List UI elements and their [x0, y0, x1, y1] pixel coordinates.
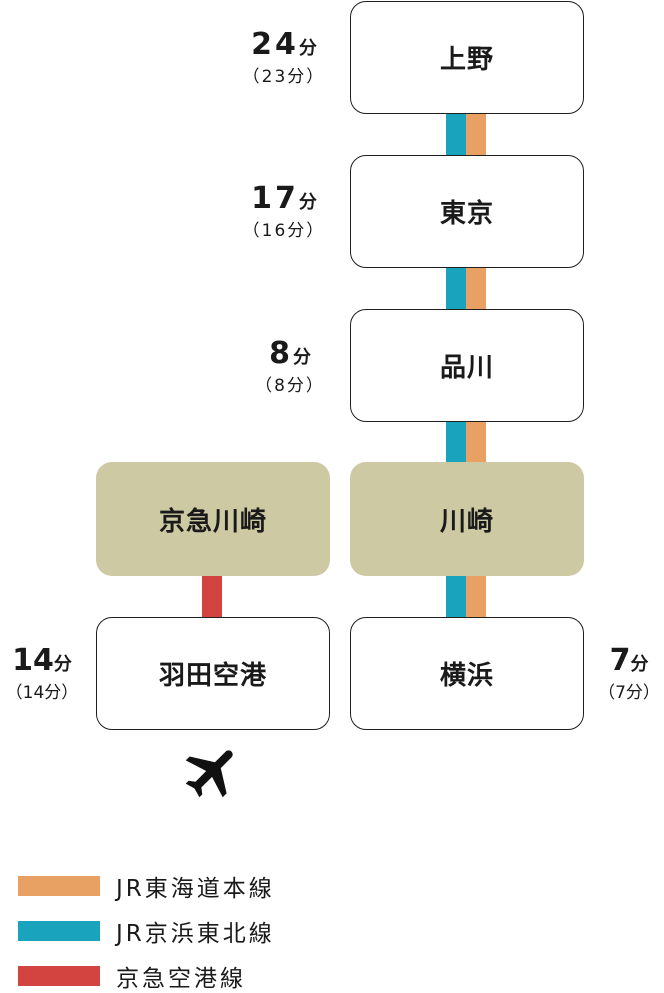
bar-keihin-shinagawa-kawasaki — [446, 421, 466, 463]
station-kawasaki: 川崎 — [350, 462, 584, 576]
time-yokohama-value: 7 — [609, 643, 631, 678]
legend-item-tokaido: JR東海道本線 — [18, 869, 275, 903]
time-yokohama-sub: （7分） — [598, 683, 660, 703]
bar-tokaido-ueno-tokyo — [466, 113, 486, 155]
bar-tokaido-tokyo-shinagawa — [466, 267, 486, 309]
time-ueno: 24分 （23分） — [228, 28, 340, 88]
station-haneda: 羽田空港 — [96, 617, 330, 730]
time-ueno-sub: （23分） — [242, 67, 326, 87]
legend-item-keikyu-airport: 京急空港線 — [18, 959, 246, 993]
station-tokyo: 東京 — [350, 155, 584, 268]
time-shinagawa-unit: 分 — [292, 347, 311, 368]
station-ueno: 上野 — [350, 1, 584, 114]
bar-tokaido-kawasaki-yokohama — [466, 576, 486, 618]
time-tokyo-sub: （16分） — [242, 221, 326, 241]
station-yokohama: 横浜 — [350, 617, 584, 730]
bar-keihin-tokyo-shinagawa — [446, 267, 466, 309]
legend-swatch-keikyu-airport — [18, 966, 100, 986]
bar-tokaido-shinagawa-kawasaki — [466, 421, 486, 463]
bar-keihin-ueno-tokyo — [446, 113, 466, 155]
time-shinagawa-sub: （8分） — [255, 376, 325, 396]
time-haneda-value: 14 — [12, 643, 54, 678]
station-shinagawa: 品川 — [350, 309, 584, 422]
legend-label-tokaido: JR東海道本線 — [116, 876, 275, 902]
time-yokohama: 7分 （7分） — [594, 644, 664, 704]
airplane-icon — [185, 750, 233, 798]
time-haneda: 14分 （14分） — [0, 644, 84, 704]
legend-swatch-keihin-tohoku — [18, 921, 100, 941]
station-keikyu-kawasaki: 京急川崎 — [96, 462, 330, 576]
time-tokyo-unit: 分 — [298, 192, 317, 213]
time-yokohama-unit: 分 — [630, 654, 649, 675]
time-ueno-unit: 分 — [298, 38, 317, 59]
time-tokyo: 17分 （16分） — [228, 182, 340, 242]
bar-keihin-kawasaki-yokohama — [446, 576, 466, 618]
time-tokyo-value: 17 — [251, 181, 299, 216]
time-haneda-unit: 分 — [53, 654, 72, 675]
bar-keikyu-airport — [202, 576, 222, 618]
legend-label-keikyu-airport: 京急空港線 — [116, 966, 246, 992]
time-ueno-value: 24 — [251, 27, 299, 62]
time-haneda-sub: （14分） — [5, 683, 79, 703]
legend-label-keihin-tohoku: JR京浜東北線 — [116, 921, 275, 947]
time-shinagawa-value: 8 — [269, 336, 293, 371]
time-shinagawa: 8分 （8分） — [240, 337, 340, 397]
legend-item-keihin-tohoku: JR京浜東北線 — [18, 914, 275, 948]
legend-swatch-tokaido — [18, 876, 100, 896]
